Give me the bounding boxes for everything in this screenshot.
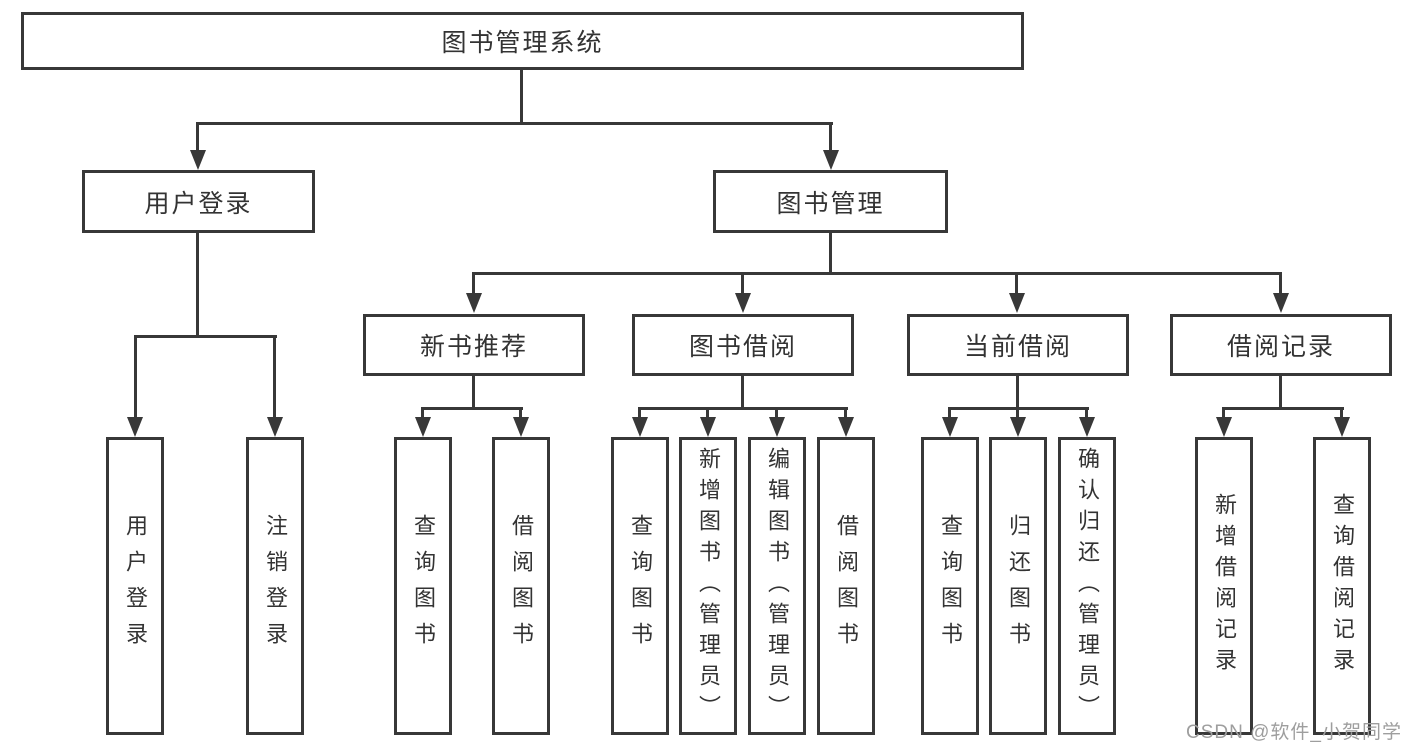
leaf-edit-books-admin: 编辑图书（管理员）: [748, 437, 806, 735]
node-user-login: 用户登录: [82, 170, 315, 233]
connector-line: [472, 272, 475, 296]
arrow-down-icon: [1010, 417, 1026, 437]
arrow-down-icon: [632, 417, 648, 437]
connector-line: [638, 407, 641, 421]
node-new-book-recommend: 新书推荐: [363, 314, 585, 376]
connector-line: [196, 233, 199, 337]
leaf-add-books-admin: 新增图书（管理员）: [679, 437, 737, 735]
arrow-down-icon: [769, 417, 785, 437]
connector-line: [1340, 407, 1343, 421]
connector-line: [422, 407, 523, 410]
arrow-down-icon: [1216, 417, 1232, 437]
leaf-confirm-return-admin: 确认归还（管理员）: [1058, 437, 1116, 735]
connector-line: [134, 335, 277, 338]
node-library-management-system: 图书管理系统: [21, 12, 1024, 70]
arrow-down-icon: [1009, 293, 1025, 313]
leaf-borrow-books-recommend: 借阅图书: [492, 437, 550, 735]
arrow-down-icon: [942, 417, 958, 437]
connector-line: [273, 335, 276, 419]
connector-line: [520, 70, 523, 123]
connector-line: [1279, 272, 1282, 296]
watermark: CSDN @软件_小贺同学: [1186, 722, 1402, 743]
connector-line: [829, 122, 832, 154]
connector-line: [1085, 407, 1088, 421]
leaf-query-books-recommend: 查询图书: [394, 437, 452, 735]
connector-line: [1279, 376, 1282, 409]
leaf-query-borrow-record: 查询借阅记录: [1313, 437, 1371, 735]
connector-line: [775, 407, 778, 421]
connector-line: [844, 407, 847, 421]
leaf-query-books-borrow: 查询图书: [611, 437, 669, 735]
connector-line: [1016, 376, 1019, 409]
connector-line: [421, 407, 424, 421]
arrow-down-icon: [267, 417, 283, 437]
connector-line: [1016, 407, 1019, 421]
arrow-down-icon: [700, 417, 716, 437]
connector-line: [639, 407, 848, 410]
arrow-down-icon: [513, 417, 529, 437]
connector-line: [829, 233, 832, 274]
node-book-borrow: 图书借阅: [632, 314, 854, 376]
connector-line: [473, 272, 1282, 275]
node-current-borrow: 当前借阅: [907, 314, 1129, 376]
connector-line: [948, 407, 951, 421]
connector-line: [519, 407, 522, 421]
connector-line: [134, 335, 137, 419]
node-borrow-records: 借阅记录: [1170, 314, 1392, 376]
leaf-return-books: 归还图书: [989, 437, 1047, 735]
arrow-down-icon: [1334, 417, 1350, 437]
arrow-down-icon: [127, 417, 143, 437]
arrow-down-icon: [1079, 417, 1095, 437]
arrow-down-icon: [1273, 293, 1289, 313]
arrow-down-icon: [190, 150, 206, 170]
connector-line: [196, 122, 199, 154]
leaf-borrow-books: 借阅图书: [817, 437, 875, 735]
connector-line: [741, 272, 744, 296]
connector-line: [1223, 407, 1344, 410]
arrow-down-icon: [415, 417, 431, 437]
connector-line: [1015, 272, 1018, 296]
arrow-down-icon: [838, 417, 854, 437]
leaf-query-books-current: 查询图书: [921, 437, 979, 735]
connector-line: [949, 407, 1089, 410]
leaf-add-borrow-record: 新增借阅记录: [1195, 437, 1253, 735]
node-book-management: 图书管理: [713, 170, 948, 233]
connector-line: [197, 122, 833, 125]
arrow-down-icon: [823, 150, 839, 170]
leaf-user-login: 用户登录: [106, 437, 164, 735]
leaf-logout: 注销登录: [246, 437, 304, 735]
arrow-down-icon: [735, 293, 751, 313]
connector-line: [1222, 407, 1225, 421]
connector-line: [472, 376, 475, 409]
connector-line: [741, 376, 744, 409]
connector-line: [706, 407, 709, 421]
arrow-down-icon: [466, 293, 482, 313]
